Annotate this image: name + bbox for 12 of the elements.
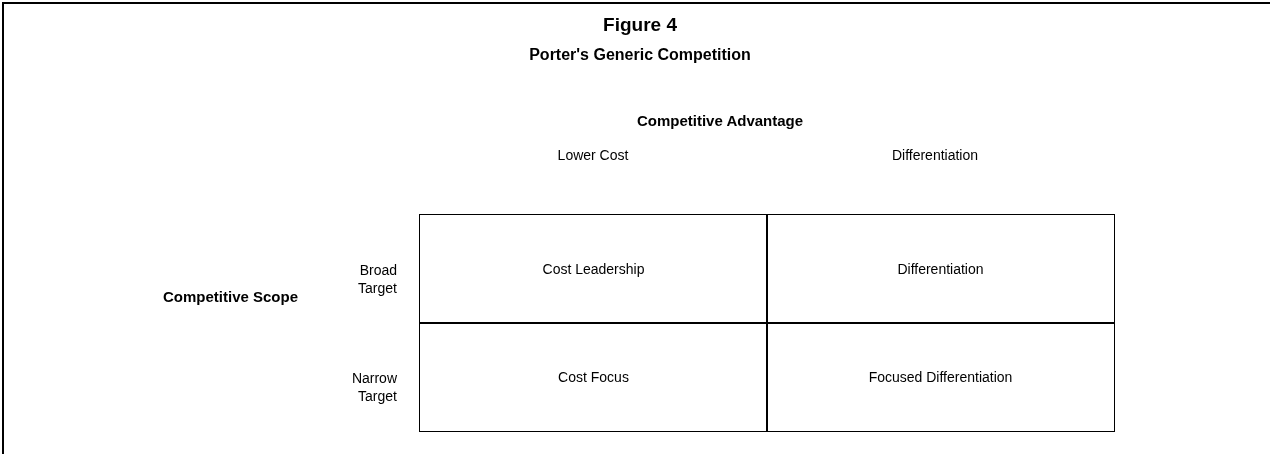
figure-title: Figure 4 xyxy=(602,14,678,36)
row-header: Broad Target xyxy=(357,261,397,297)
matrix-cell: Cost Leadership xyxy=(419,214,768,324)
figure-subtitle: Porter's Generic Competition xyxy=(528,46,752,64)
column-header: Differentiation xyxy=(890,146,980,164)
matrix-cell: Differentiation xyxy=(766,214,1115,324)
column-header: Lower Cost xyxy=(556,146,630,164)
axis-title: Competitive Scope xyxy=(163,288,300,306)
row-header: Narrow Target xyxy=(350,369,397,405)
matrix-cell: Focused Differentiation xyxy=(766,322,1115,432)
axis-title: Competitive Advantage xyxy=(635,112,805,130)
matrix-cell: Cost Focus xyxy=(419,322,768,432)
